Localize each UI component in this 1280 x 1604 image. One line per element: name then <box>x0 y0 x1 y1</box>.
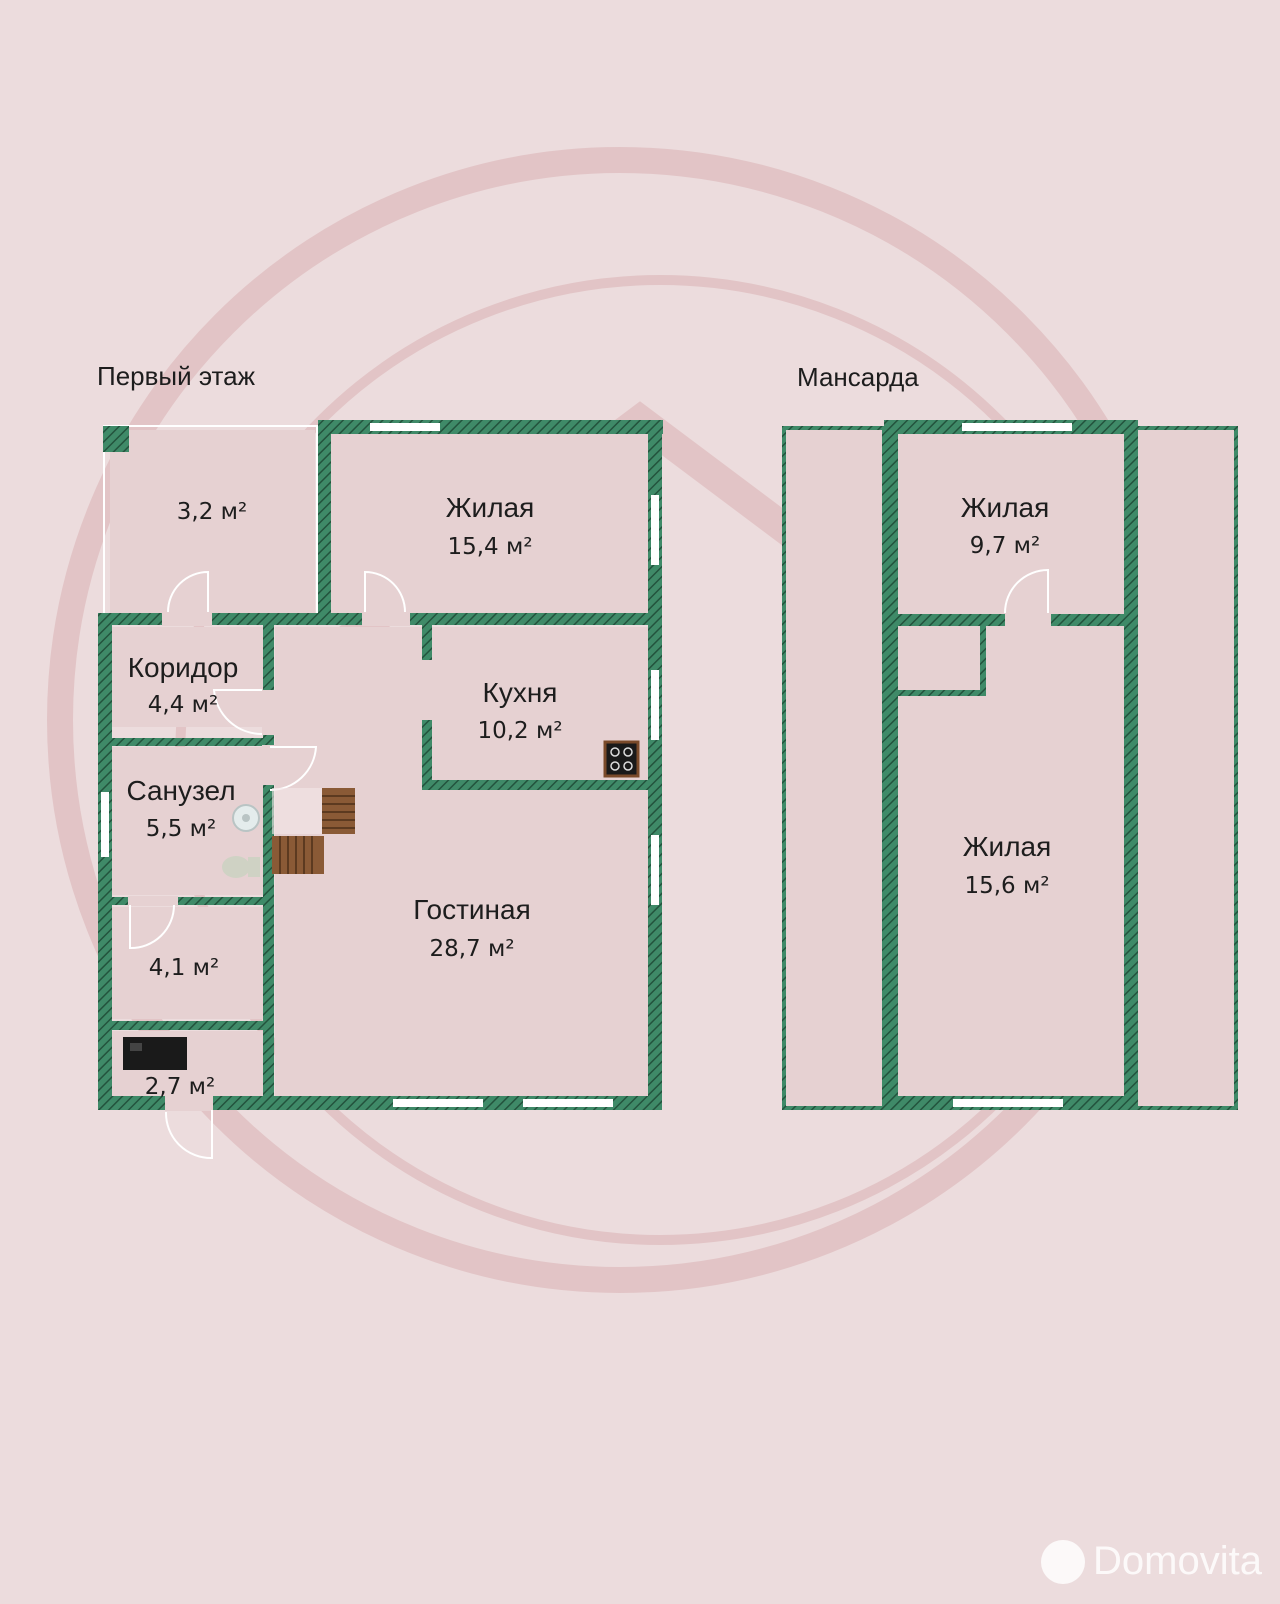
bathroom-area: 5,5 м² <box>146 816 216 842</box>
first-floor-windows <box>101 423 659 1107</box>
sink-icon <box>232 804 260 832</box>
stove-icon <box>603 740 640 778</box>
attic-right-eave <box>1134 426 1238 1110</box>
room-storage-floor <box>110 907 265 1019</box>
attic-room-living-2-floor <box>896 626 1126 1102</box>
living-1-area: 15,4 м² <box>447 534 532 560</box>
room-living-room-floor <box>275 627 648 1100</box>
first-floor-door-gaps <box>128 612 432 1111</box>
kitchen-label: Кухня <box>483 677 558 708</box>
attic-windows <box>953 423 1072 1107</box>
storage-area: 4,1 м² <box>149 955 219 981</box>
brand-watermark: Domovita <box>1041 1539 1262 1584</box>
boiler-area: 2,7 м² <box>145 1074 215 1100</box>
attic-title: Мансарда <box>797 362 919 392</box>
living-room-area: 28,7 м² <box>429 936 514 962</box>
living-room-label: Гостиная <box>413 894 531 925</box>
boiler-icon <box>123 1037 187 1070</box>
room-living-1-floor <box>330 430 648 615</box>
attic-living-2-area: 15,6 м² <box>964 873 1049 899</box>
attic-left-eave <box>782 426 886 1110</box>
attic-room-living-1-floor <box>896 434 1126 614</box>
first-floor-title: Первый этаж <box>97 361 256 391</box>
vestibule-area: 3,2 м² <box>177 499 247 525</box>
kitchen-area: 10,2 м² <box>477 718 562 744</box>
toilet-icon <box>222 856 260 878</box>
first-floor-doors <box>129 570 406 1160</box>
attic-plan: Жилая 9,7 м² Жилая 15,6 м² <box>782 420 1238 1110</box>
room-corridor-floor <box>110 627 265 727</box>
bathroom-label: Санузел <box>126 775 235 806</box>
attic-living-1-label: Жилая <box>961 492 1050 523</box>
wall-vestibule-corner <box>103 426 129 452</box>
brand-logo-icon <box>1041 1539 1086 1584</box>
brand-name: Domovita <box>1093 1539 1262 1583</box>
attic-door <box>1004 568 1049 614</box>
corridor-area: 4,4 м² <box>148 692 218 718</box>
attic-door-gap <box>1005 613 1051 627</box>
attic-living-1-area: 9,7 м² <box>970 533 1040 559</box>
corridor-label: Коридор <box>128 652 239 683</box>
first-floor-plan: 3,2 м² Жилая 15,4 м² Коридор 4,4 м² Кухн… <box>98 420 663 1160</box>
room-vestibule-floor <box>110 430 315 615</box>
attic-living-2-label: Жилая <box>963 831 1052 862</box>
living-1-label: Жилая <box>446 492 535 523</box>
stairs <box>272 788 355 874</box>
